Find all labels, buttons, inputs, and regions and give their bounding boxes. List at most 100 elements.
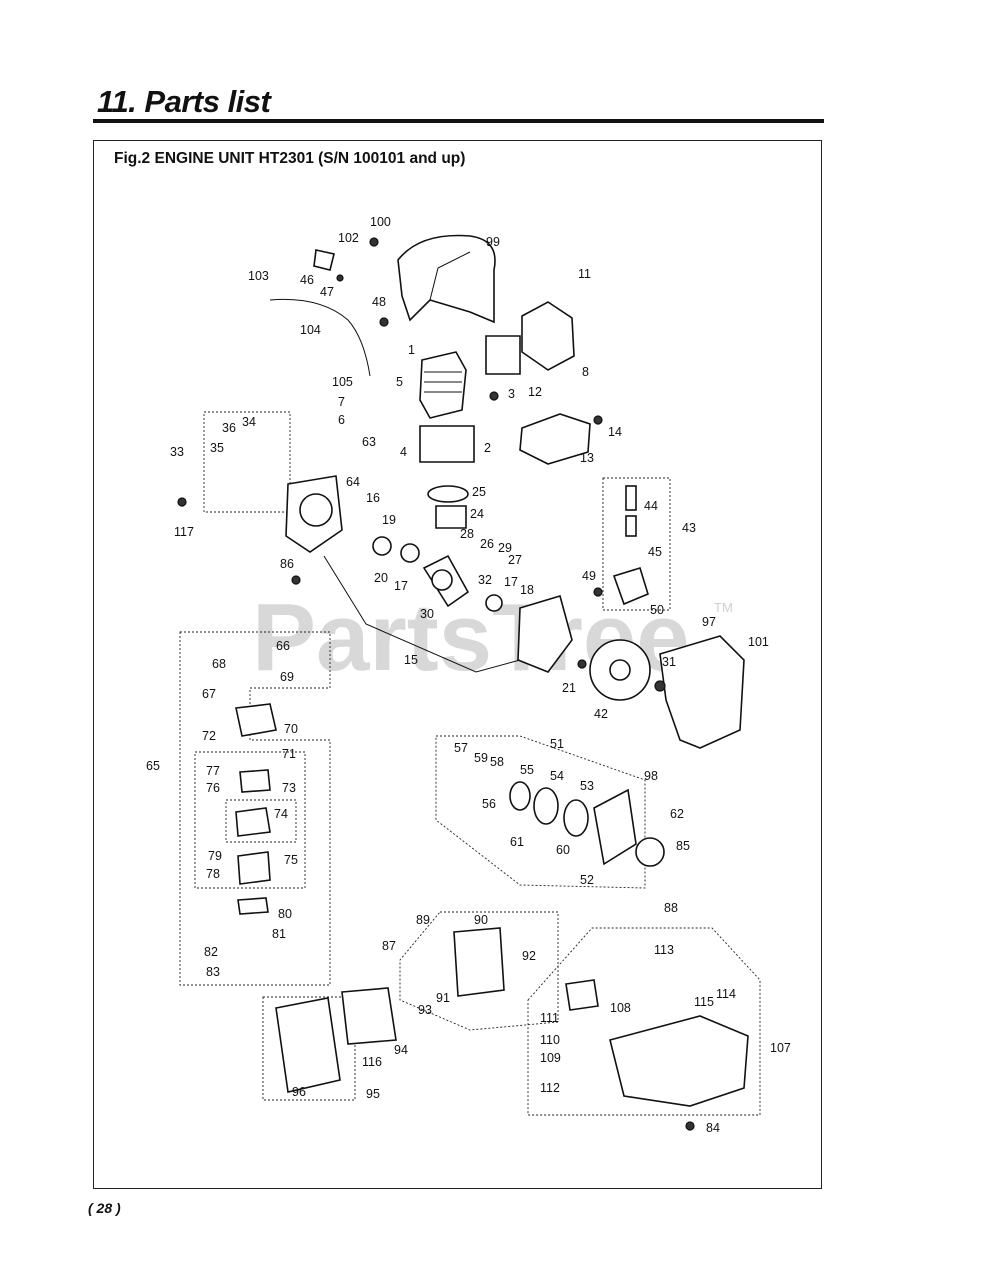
callout-42: 42 [594,707,608,721]
callout-90: 90 [474,913,488,927]
callout-18: 18 [520,583,534,597]
callout-32: 32 [478,573,492,587]
callout-59: 59 [474,751,488,765]
callout-114: 114 [716,987,736,1001]
callout-4: 4 [400,445,407,459]
callout-17b: 17 [504,575,518,589]
callout-79: 79 [208,849,222,863]
callout-112: 112 [540,1081,560,1095]
callout-95: 95 [366,1087,380,1101]
callout-73: 73 [282,781,296,795]
callout-67: 67 [202,687,216,701]
callout-47: 47 [320,285,334,299]
callout-78: 78 [206,867,220,881]
callout-45: 45 [648,545,662,559]
callout-16: 16 [366,491,380,505]
callout-71: 71 [282,747,296,761]
callout-74: 74 [274,807,288,821]
callout-111: 111 [540,1011,559,1025]
callout-61: 61 [510,835,524,849]
callout-50: 50 [650,603,664,617]
callout-107: 107 [770,1041,791,1055]
title-underline [93,119,824,123]
callout-51: 51 [550,737,564,751]
callout-62: 62 [670,807,684,821]
callout-103: 103 [248,269,269,283]
callout-27: 27 [508,553,522,567]
callout-58: 58 [490,755,504,769]
callout-99: 99 [486,235,500,249]
callout-77: 77 [206,764,220,778]
callout-48: 48 [372,295,386,309]
callout-85: 85 [676,839,690,853]
callout-20: 20 [374,571,388,585]
callout-13: 13 [580,451,594,465]
callout-63: 63 [362,435,376,449]
callout-115: 115 [694,995,714,1009]
group-outlines [179,411,761,1116]
callout-116: 116 [362,1055,382,1069]
callout-101: 101 [748,635,769,649]
callout-108: 108 [610,1001,631,1015]
callout-54: 54 [550,769,564,783]
callout-28: 28 [460,527,474,541]
callout-6: 6 [338,413,345,427]
callout-55: 55 [520,763,534,777]
callout-57: 57 [454,741,468,755]
callout-66: 66 [276,639,290,653]
callout-44: 44 [644,499,658,513]
callout-2: 2 [484,441,491,455]
callout-29: 29 [498,541,512,555]
part-shapes [177,234,749,1131]
callout-21: 21 [562,681,576,695]
callout-70: 70 [284,722,298,736]
callout-46: 46 [300,273,314,287]
callout-93: 93 [418,1003,432,1017]
figure-frame [93,140,822,1189]
callout-104: 104 [300,323,321,337]
callout-26: 26 [480,537,494,551]
callout-43: 43 [682,521,696,535]
callout-84: 84 [706,1121,720,1135]
callout-76: 76 [206,781,220,795]
page-number: ( 28 ) [88,1200,121,1216]
callout-91: 91 [436,991,450,1005]
callout-81: 81 [272,927,286,941]
callout-1: 1 [408,343,415,357]
callout-80: 80 [278,907,292,921]
callout-113: 113 [654,943,674,957]
callout-labels: 1 2 3 4 5 6 7 8 11 12 13 14 15 16 17 17 … [146,215,791,1135]
callout-68: 68 [212,657,226,671]
callout-96: 96 [292,1085,306,1099]
callout-94: 94 [394,1043,408,1057]
callout-110: 110 [540,1033,560,1047]
callout-83: 83 [206,965,220,979]
callout-52: 52 [580,873,594,887]
callout-15: 15 [404,653,418,667]
callout-92: 92 [522,949,536,963]
callout-65: 65 [146,759,160,773]
callout-35: 35 [210,441,224,455]
callout-25: 25 [472,485,486,499]
watermark-trademark: TM [714,600,733,615]
callout-30: 30 [420,607,434,621]
callout-14: 14 [608,425,622,439]
callout-72: 72 [202,729,216,743]
callout-82: 82 [204,945,218,959]
callout-36: 36 [222,421,236,435]
callout-117: 117 [174,525,194,539]
callout-5: 5 [396,375,403,389]
callout-86: 86 [280,557,294,571]
callout-87: 87 [382,939,396,953]
callout-34: 34 [242,415,256,429]
callout-88: 88 [664,901,678,915]
callout-3: 3 [508,387,515,401]
callout-97: 97 [702,615,716,629]
callout-100: 100 [370,215,391,229]
callout-53: 53 [580,779,594,793]
callout-7: 7 [338,395,345,409]
callout-69: 69 [280,670,294,684]
callout-11: 11 [578,267,591,281]
callout-31: 31 [662,655,676,669]
